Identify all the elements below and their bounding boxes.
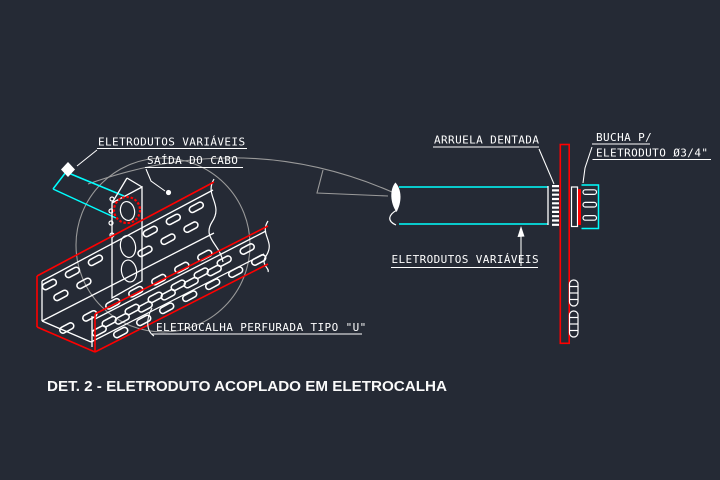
perforation-slot bbox=[181, 290, 198, 303]
perforation-slot bbox=[188, 201, 205, 214]
conduit-right bbox=[389, 182, 559, 227]
perforation-slot bbox=[135, 314, 152, 327]
detail-circle bbox=[75, 157, 251, 333]
perforation-slot bbox=[105, 297, 121, 310]
perforation-slot bbox=[124, 303, 140, 316]
perforation-slot bbox=[151, 273, 167, 286]
perforation-slot bbox=[193, 267, 209, 280]
serrated-hole bbox=[112, 195, 142, 225]
perforation-slot bbox=[59, 322, 75, 334]
perforation-slot bbox=[53, 289, 69, 302]
callout-conduits-left: ELETRODUTOS VARIÁVEIS bbox=[98, 136, 245, 149]
tray-break-line-2 bbox=[263, 220, 270, 273]
perforation-slot bbox=[239, 243, 255, 255]
panel-wall bbox=[559, 143, 570, 345]
callout-bushing-line2: ELETRODUTO Ø3/4" bbox=[596, 147, 708, 160]
perforation-slot bbox=[112, 326, 129, 339]
perforation-slot bbox=[82, 309, 98, 322]
perforation-slot bbox=[137, 245, 153, 258]
perforation-slot bbox=[87, 254, 104, 267]
callout-conduits-right: ELETRODUTOS VARIÁVEIS bbox=[392, 253, 539, 266]
perforation-slot bbox=[64, 266, 81, 279]
callouts: ELETRODUTOS VARIÁVEIS SAÍDA DO CABO ARRU… bbox=[97, 131, 711, 335]
drawing-title: DET. 2 - ELETRODUTO ACOPLADO EM ELETROCA… bbox=[47, 378, 447, 395]
leader-dot bbox=[165, 189, 172, 196]
bushing bbox=[570, 184, 600, 230]
arrowhead-icon bbox=[517, 226, 525, 237]
leader-lines bbox=[76, 146, 593, 337]
callout-toothed-washer: ARRUELA DENTADA bbox=[434, 134, 539, 147]
perforation-slot bbox=[128, 285, 144, 298]
tray-red-edges bbox=[36, 181, 269, 353]
cable-end bbox=[391, 182, 401, 212]
perforation-slot bbox=[142, 225, 159, 238]
perforation-slot bbox=[227, 266, 244, 279]
perforation-slot bbox=[160, 233, 176, 246]
perforation-slot bbox=[174, 261, 190, 274]
perforation-slot bbox=[170, 279, 186, 292]
panel-slotted-holes bbox=[568, 279, 579, 338]
perforation-slot bbox=[204, 278, 221, 291]
callout-bushing-line1: BUCHA P/ bbox=[596, 131, 652, 144]
perforation-slot bbox=[41, 278, 58, 291]
perforation-slot bbox=[165, 213, 182, 226]
tray-break-line bbox=[208, 178, 224, 263]
conduit-left bbox=[52, 162, 125, 219]
perforation-slot bbox=[183, 221, 199, 234]
perforation-slot bbox=[101, 315, 117, 328]
callout-cable-tray: ELETROCALHA PERFURADA TIPO "U" bbox=[156, 321, 367, 334]
break-diamond-icon bbox=[61, 162, 75, 177]
perforation-slot bbox=[158, 302, 175, 315]
perforation-slot bbox=[147, 291, 163, 304]
perforation-slot bbox=[216, 255, 232, 268]
plate-holes bbox=[112, 195, 142, 283]
cable-curve bbox=[87, 157, 393, 197]
callout-cable-outlet: SAÍDA DO CABO bbox=[147, 154, 238, 167]
perforation-slot bbox=[76, 277, 92, 290]
conduit-break-line bbox=[389, 209, 398, 226]
